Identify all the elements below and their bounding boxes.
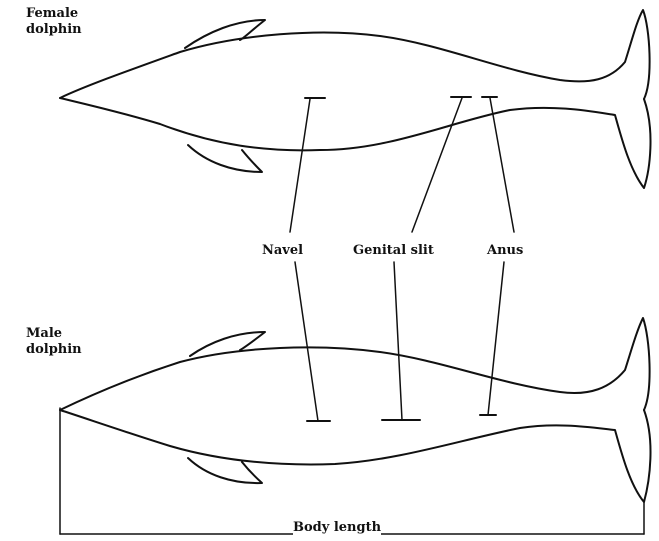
anus-label: Anus [487, 243, 523, 259]
genital-slit-leader-line-lower [394, 262, 402, 420]
female-dorsal-fin [185, 20, 265, 48]
female-dolphin-label-line2: dolphin [26, 22, 106, 38]
female-dolphin-outline [60, 10, 651, 188]
male-dolphin-outline [60, 318, 651, 502]
navel-leader-line-upper [290, 99, 310, 232]
male-dolphin-label: Male dolphin [26, 326, 106, 357]
female-pectoral-fin [188, 145, 262, 172]
navel-label: Navel [262, 243, 303, 259]
genital-slit-leader-line-upper [412, 98, 462, 232]
male-dolphin-label-line1: Male [26, 326, 106, 342]
female-dolphin-label-line1: Female [26, 6, 106, 22]
female-dolphin-label: Female dolphin [26, 6, 106, 37]
male-dolphin-label-line2: dolphin [26, 342, 106, 358]
anus-leader-line-upper [490, 98, 514, 232]
female-body-top-edge [60, 10, 650, 99]
female-body-bottom-edge [60, 98, 651, 188]
body-length-label: Body length [293, 520, 381, 536]
male-body-top-edge [60, 318, 650, 410]
anus-leader-line-lower [488, 262, 504, 415]
navel-leader-line-lower [295, 262, 318, 421]
male-body-bottom-edge [60, 410, 651, 502]
genital-slit-label: Genital slit [353, 243, 434, 259]
